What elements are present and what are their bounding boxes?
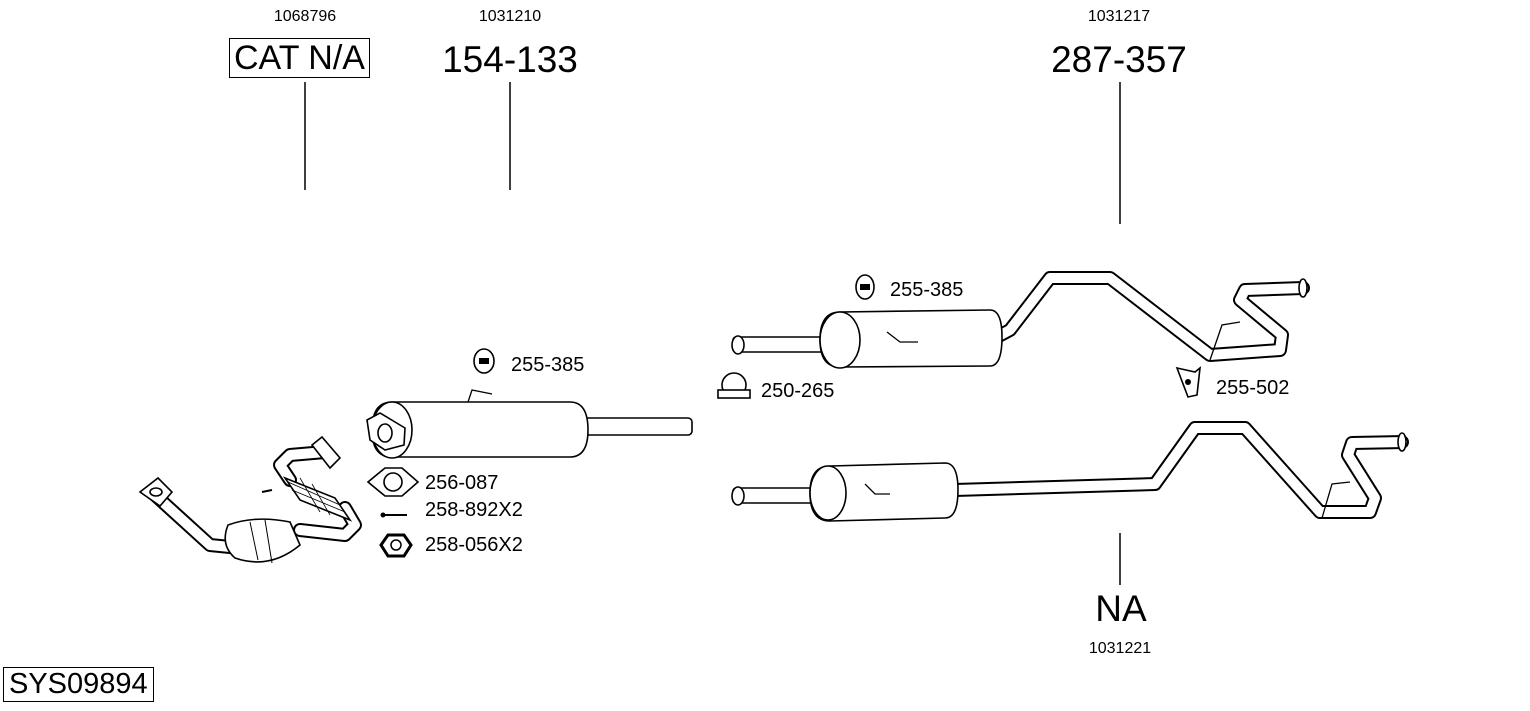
hanger-icon — [855, 274, 875, 300]
bolt-label: 258-892X2 — [425, 499, 523, 521]
alt-silencer-ref: 1031221 — [1088, 640, 1152, 657]
hanger-rear-label: 255-502 — [1216, 377, 1290, 399]
gasket-label: 256-087 — [425, 472, 499, 494]
clamp-icon — [717, 372, 751, 399]
catalyst-ref: 1068796 — [273, 8, 337, 25]
hanger-front-label: 255-385 — [511, 354, 585, 376]
diagram-id: SYS09894 — [3, 667, 154, 702]
front-silencer-drawing — [366, 389, 693, 459]
gasket-icon — [366, 467, 420, 497]
bolt-icon — [380, 512, 407, 518]
hanger-mid-label: 255-385 — [890, 279, 964, 301]
front-silencer-ref: 1031210 — [478, 8, 542, 25]
alt-silencer-code: NA — [1095, 588, 1147, 629]
middle-silencer-drawing — [731, 271, 1310, 369]
middle-silencer-ref: 1031217 — [1087, 8, 1151, 25]
catalyst-drawing — [138, 435, 362, 564]
middle-silencer-code: 287-357 — [1051, 39, 1187, 80]
clamp-label: 250-265 — [761, 380, 835, 402]
front-silencer-code: 154-133 — [442, 39, 578, 80]
rubber-mount-icon — [1175, 366, 1202, 398]
alt-silencer-drawing — [731, 421, 1409, 522]
nut-label: 258-056X2 — [425, 534, 523, 556]
catalyst-code: CAT N/A — [229, 38, 370, 78]
hanger-icon — [473, 348, 495, 374]
nut-icon — [379, 533, 413, 558]
